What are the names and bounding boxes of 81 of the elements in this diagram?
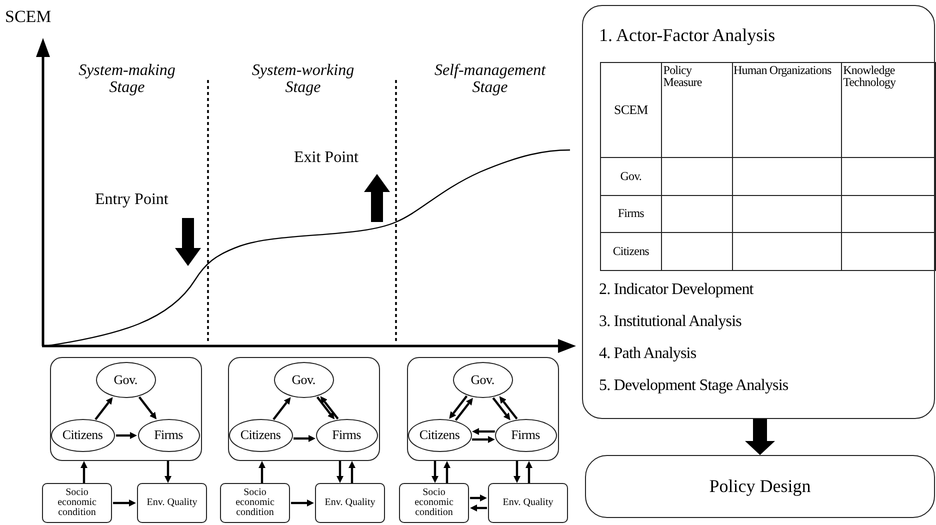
actor-label: Firms bbox=[154, 427, 183, 443]
arrow bbox=[94, 397, 113, 420]
node-label: Socio economic condition bbox=[56, 488, 98, 518]
factor-box bbox=[399, 483, 469, 523]
arrow bbox=[499, 396, 518, 420]
analysis-panel bbox=[582, 5, 935, 419]
arrow bbox=[294, 435, 316, 442]
actor-label: Gov. bbox=[470, 372, 494, 388]
column-header: Human Organizations bbox=[732, 62, 842, 157]
arrow bbox=[470, 504, 487, 512]
actor-label: Firms bbox=[332, 427, 361, 443]
factor-box bbox=[42, 483, 112, 523]
actor-label: Citizens bbox=[419, 427, 460, 443]
arrow bbox=[526, 461, 532, 483]
arrow bbox=[320, 396, 339, 420]
actor-ellipse bbox=[408, 418, 472, 452]
node-label: Policy Design bbox=[709, 476, 811, 497]
actor-label: Gov. bbox=[114, 372, 138, 388]
arrow bbox=[113, 500, 136, 506]
stage-label: System-making Stage bbox=[78, 63, 176, 97]
arrow bbox=[432, 461, 438, 483]
node-label: Env. Quality bbox=[502, 498, 554, 508]
list-item: 5. Development Stage Analysis bbox=[599, 378, 788, 394]
arrow bbox=[336, 461, 344, 483]
node-label: Env. Quality bbox=[324, 498, 376, 508]
factor-box bbox=[137, 483, 207, 523]
arrow bbox=[514, 461, 520, 483]
list-item: 3. Institutional Analysis bbox=[599, 314, 742, 330]
list-item: 4. Path Analysis bbox=[599, 346, 696, 362]
arrow bbox=[291, 500, 314, 506]
arrow bbox=[492, 397, 510, 420]
actor-label: Citizens bbox=[62, 427, 103, 443]
column-header: Policy Measure bbox=[662, 62, 732, 157]
arrow bbox=[449, 395, 468, 419]
actor-label: Gov. bbox=[292, 372, 316, 388]
actor-ellipse bbox=[138, 418, 200, 452]
point-label: Entry Point bbox=[95, 192, 170, 208]
actor-group-box bbox=[50, 357, 202, 461]
list-item: 1. Actor-Factor Analysis bbox=[599, 26, 776, 44]
actor-label: Firms bbox=[511, 427, 540, 443]
arrow bbox=[80, 461, 88, 483]
actor-ellipse bbox=[452, 362, 512, 398]
arrow bbox=[454, 398, 473, 421]
actor-group-box bbox=[407, 357, 559, 461]
arrow bbox=[745, 419, 775, 455]
table-corner-header: SCEM bbox=[600, 62, 662, 157]
actor-label: Citizens bbox=[240, 427, 281, 443]
arrow bbox=[272, 397, 291, 420]
arrow bbox=[164, 461, 172, 483]
column-header: Knowledge Technology bbox=[842, 62, 935, 157]
arrow bbox=[348, 461, 356, 483]
actor-ellipse bbox=[274, 362, 334, 398]
stage-label: Self-management Stage bbox=[433, 63, 547, 97]
stage-label: System-working Stage bbox=[250, 63, 356, 97]
arrow bbox=[470, 494, 487, 502]
point-label: Exit Point bbox=[294, 150, 360, 166]
arrow bbox=[258, 461, 266, 483]
factor-box bbox=[315, 483, 385, 523]
actor-group-box bbox=[228, 357, 380, 461]
process-box bbox=[585, 455, 935, 518]
row-header: Gov. bbox=[600, 157, 662, 195]
arrow bbox=[472, 428, 495, 435]
actor-ellipse bbox=[228, 418, 292, 452]
actor-ellipse bbox=[316, 418, 378, 452]
node-label: Socio economic condition bbox=[414, 488, 454, 518]
scem-axis-label: SCEM bbox=[5, 8, 52, 25]
factor-box bbox=[488, 483, 568, 523]
factor-box bbox=[220, 483, 290, 523]
row-header: Citizens bbox=[600, 232, 662, 270]
row-header: Firms bbox=[600, 195, 662, 232]
actor-ellipse bbox=[50, 418, 114, 452]
actor-ellipse bbox=[494, 418, 556, 452]
node-label: Socio economic condition bbox=[234, 488, 276, 518]
arrow bbox=[472, 436, 495, 443]
node-label: Env. Quality bbox=[146, 498, 198, 508]
actor-ellipse bbox=[96, 362, 156, 398]
arrow bbox=[138, 396, 157, 420]
list-item: 2. Indicator Development bbox=[599, 282, 754, 298]
arrow bbox=[316, 396, 335, 420]
arrow bbox=[444, 461, 450, 483]
arrow bbox=[116, 432, 137, 439]
